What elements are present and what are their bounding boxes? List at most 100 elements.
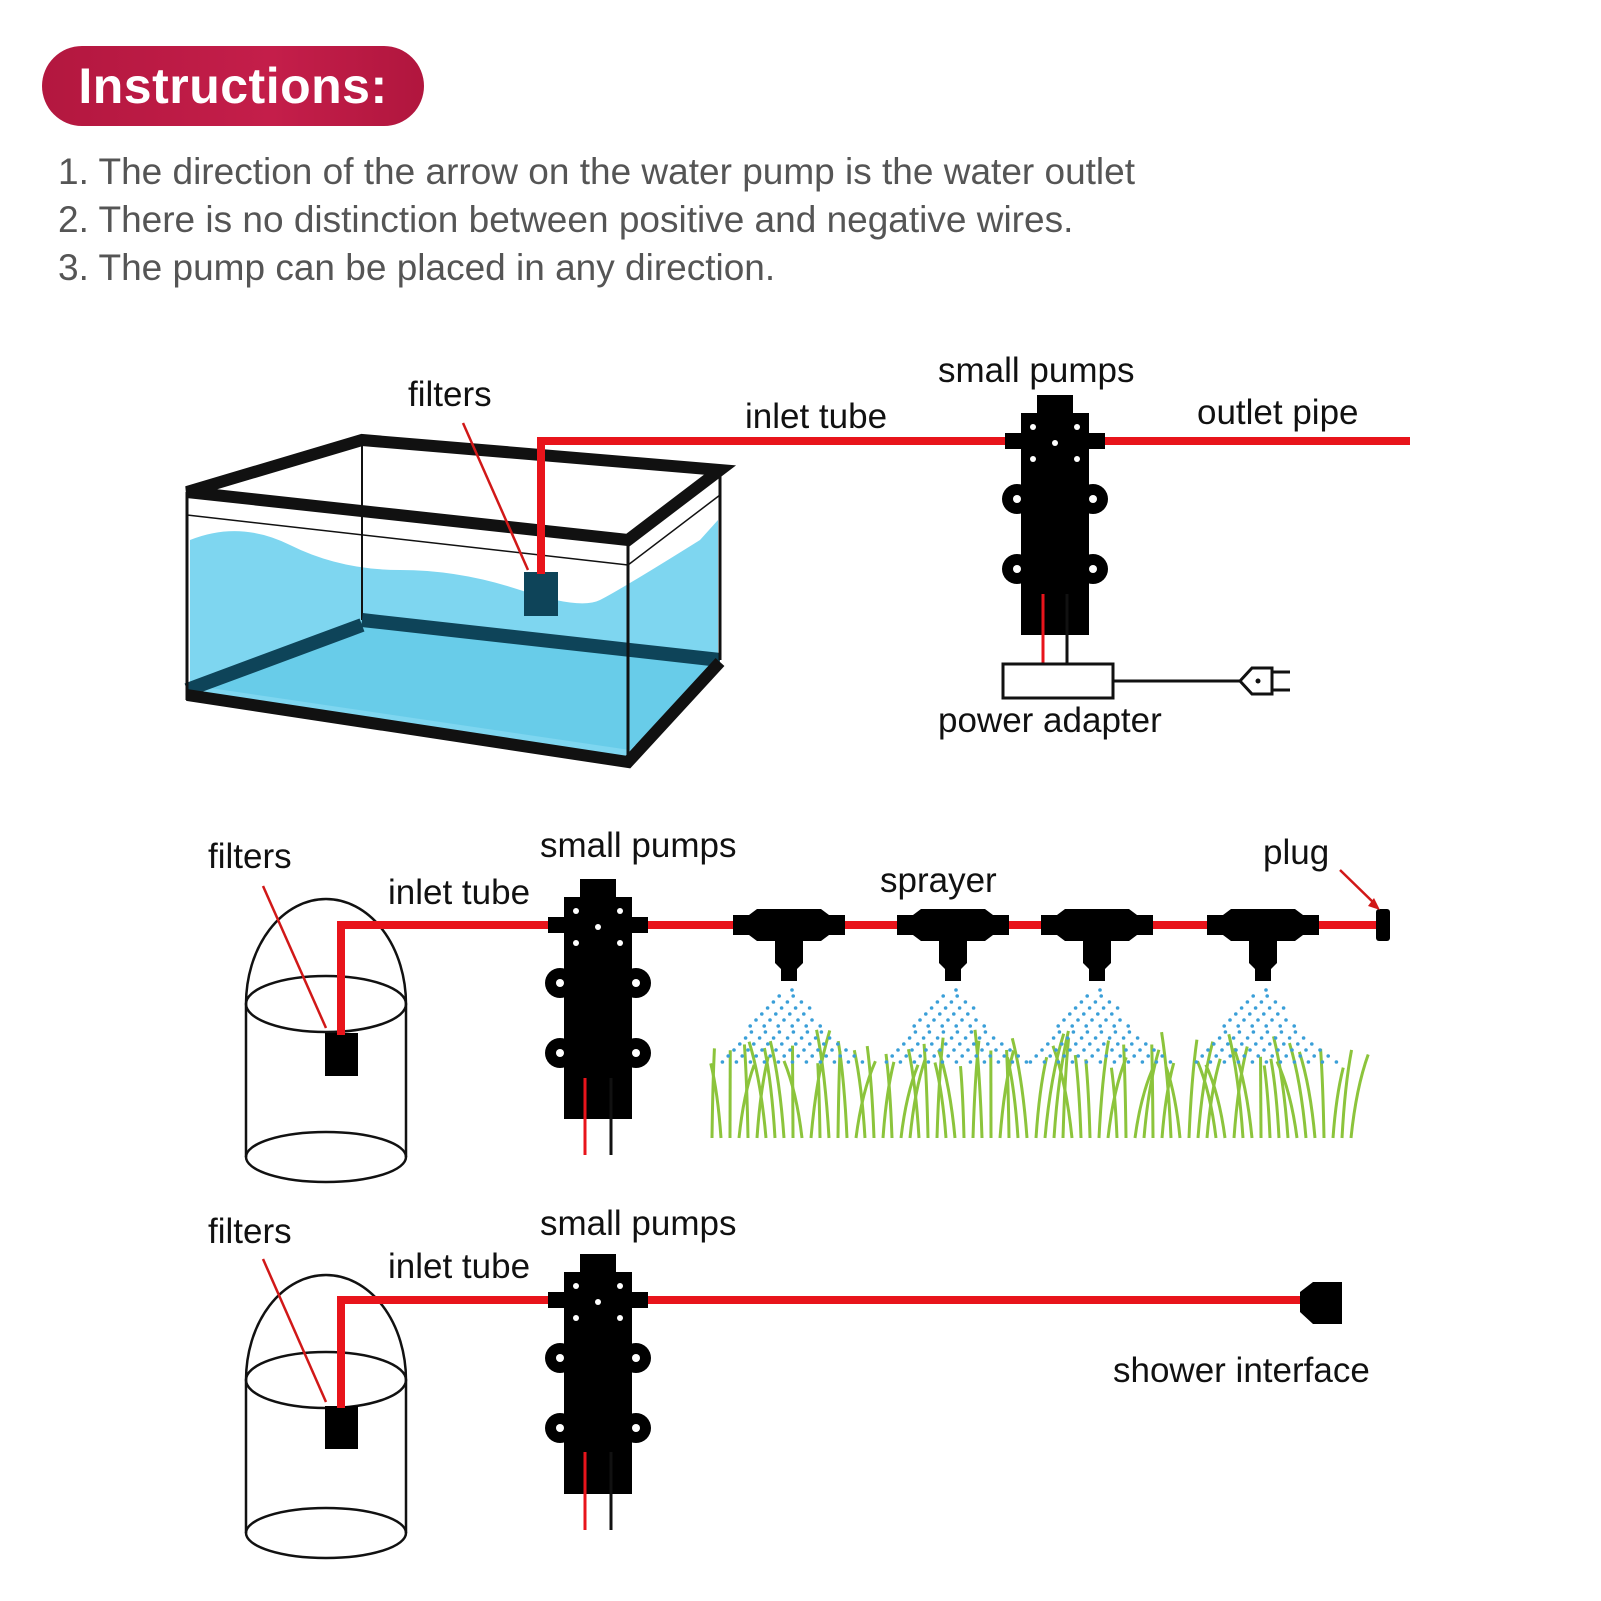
- spray-dot: [986, 1042, 990, 1046]
- spray-dot: [1282, 1042, 1286, 1046]
- spray-dot: [1132, 1054, 1136, 1058]
- spray-dot: [1292, 1024, 1296, 1028]
- power-adapter-box: [1001, 662, 1115, 700]
- spray-dot: [810, 1018, 814, 1022]
- spray-dot: [1098, 1024, 1102, 1028]
- sprayer-nozzle-4: [1207, 909, 1319, 981]
- spray-dot: [1273, 1036, 1278, 1040]
- spray-dot: [771, 1000, 776, 1004]
- spray-dot: [983, 1030, 988, 1034]
- spray-dot: [913, 1030, 918, 1034]
- spray-dot: [926, 1060, 931, 1064]
- spray-dot: [1046, 1042, 1050, 1046]
- spray-dot: [807, 1006, 812, 1010]
- spray-dot: [955, 994, 959, 998]
- spray-dot: [1048, 1054, 1052, 1058]
- label-filters-1: filters: [408, 375, 492, 414]
- spray-dot: [1073, 1006, 1078, 1010]
- spray-dot: [782, 1018, 786, 1022]
- spray-dot: [1076, 1054, 1080, 1058]
- spray-dot: [971, 1006, 976, 1010]
- spray-dot: [954, 1060, 959, 1064]
- shower-interface-connector: [1300, 1282, 1342, 1324]
- spray-dot: [804, 1024, 808, 1028]
- grass-blade: [1227, 1033, 1245, 1139]
- spray-dot: [1251, 994, 1255, 998]
- spray-dot: [748, 1024, 752, 1028]
- spray-dot: [1168, 1060, 1173, 1064]
- grass-blade: [737, 1064, 756, 1139]
- spray-dot: [1306, 1060, 1311, 1064]
- spray-dot: [952, 1048, 956, 1052]
- spray-dot: [782, 1054, 786, 1058]
- spray-dot: [726, 1054, 730, 1058]
- spray-dot: [1228, 1018, 1232, 1022]
- spray-dot: [949, 1000, 954, 1004]
- label-inlet-tube-1: inlet tube: [745, 397, 887, 436]
- grass-blade: [1160, 1031, 1173, 1139]
- spray-dot: [813, 1036, 818, 1040]
- grass-blade: [1109, 1067, 1119, 1139]
- grass-blade: [1272, 1036, 1290, 1139]
- spray-dot: [1278, 1024, 1282, 1028]
- spray-dot: [822, 1042, 826, 1046]
- spray-dot: [1071, 1030, 1076, 1034]
- spray-dot: [1310, 1042, 1314, 1046]
- spray-dot: [1290, 1048, 1294, 1052]
- spray-dot: [790, 1024, 794, 1028]
- spray-dot: [1054, 1048, 1058, 1052]
- spray-dot: [830, 1048, 834, 1052]
- spray-dot: [1245, 1000, 1250, 1004]
- spray-dot: [1239, 1006, 1244, 1010]
- spray-dot: [966, 1048, 970, 1052]
- spray-dot: [1265, 1030, 1270, 1034]
- spray-dot: [977, 1036, 982, 1040]
- spray-dot: [1079, 1036, 1084, 1040]
- spray-dot: [1242, 1054, 1246, 1058]
- spray-dot: [1116, 1042, 1120, 1046]
- spray-dot: [1028, 1060, 1033, 1064]
- spray-dot: [1231, 1036, 1236, 1040]
- grass-blade: [881, 1061, 896, 1139]
- spray-dot: [774, 1012, 778, 1016]
- spray-dot: [774, 1048, 778, 1052]
- spray-dot: [790, 988, 794, 992]
- spray-dot: [1096, 1012, 1100, 1016]
- spray-dot: [776, 1024, 780, 1028]
- spray-dot: [921, 1036, 926, 1040]
- spray-dot: [1104, 1018, 1108, 1022]
- spray-dot: [832, 1060, 837, 1064]
- spray-dot: [1278, 1060, 1283, 1064]
- spray-dot: [1085, 994, 1089, 998]
- spray-dot: [1237, 1030, 1242, 1034]
- grass-blade: [836, 1040, 849, 1139]
- spray-dot: [1107, 1036, 1112, 1040]
- spray-dot: [1240, 1042, 1244, 1046]
- label-shower-interface: shower interface: [1113, 1351, 1370, 1390]
- grass-blade: [709, 1063, 723, 1139]
- grass-blade: [747, 1041, 768, 1139]
- instruction-item-1: 1. The direction of the arrow on the wat…: [58, 151, 1136, 192]
- spray-dot: [838, 1054, 842, 1058]
- spray-dot: [777, 1030, 782, 1034]
- spray-dot: [1096, 1048, 1100, 1052]
- spray-dot: [816, 1048, 820, 1052]
- spray-dot: [1256, 1018, 1260, 1022]
- spray-dot: [938, 1048, 942, 1052]
- spray-dot: [955, 1030, 960, 1034]
- filter-block: [325, 1406, 358, 1449]
- grass-blade: [1006, 1057, 1020, 1139]
- spray-dot: [754, 1018, 758, 1022]
- spray-dot: [982, 1024, 986, 1028]
- spray-dot: [1107, 1000, 1112, 1004]
- spray-dot: [907, 1036, 912, 1040]
- label-small-pumps-1: small pumps: [938, 351, 1134, 390]
- grass-blade: [906, 1048, 921, 1139]
- spray-dot: [884, 1060, 889, 1064]
- grass-blade: [1349, 1053, 1370, 1139]
- spray-dot: [1068, 1012, 1072, 1016]
- spray-dot: [916, 1042, 920, 1046]
- spray-dot: [819, 1030, 824, 1034]
- grass-blade: [762, 1047, 777, 1139]
- spray-dot: [952, 1012, 956, 1016]
